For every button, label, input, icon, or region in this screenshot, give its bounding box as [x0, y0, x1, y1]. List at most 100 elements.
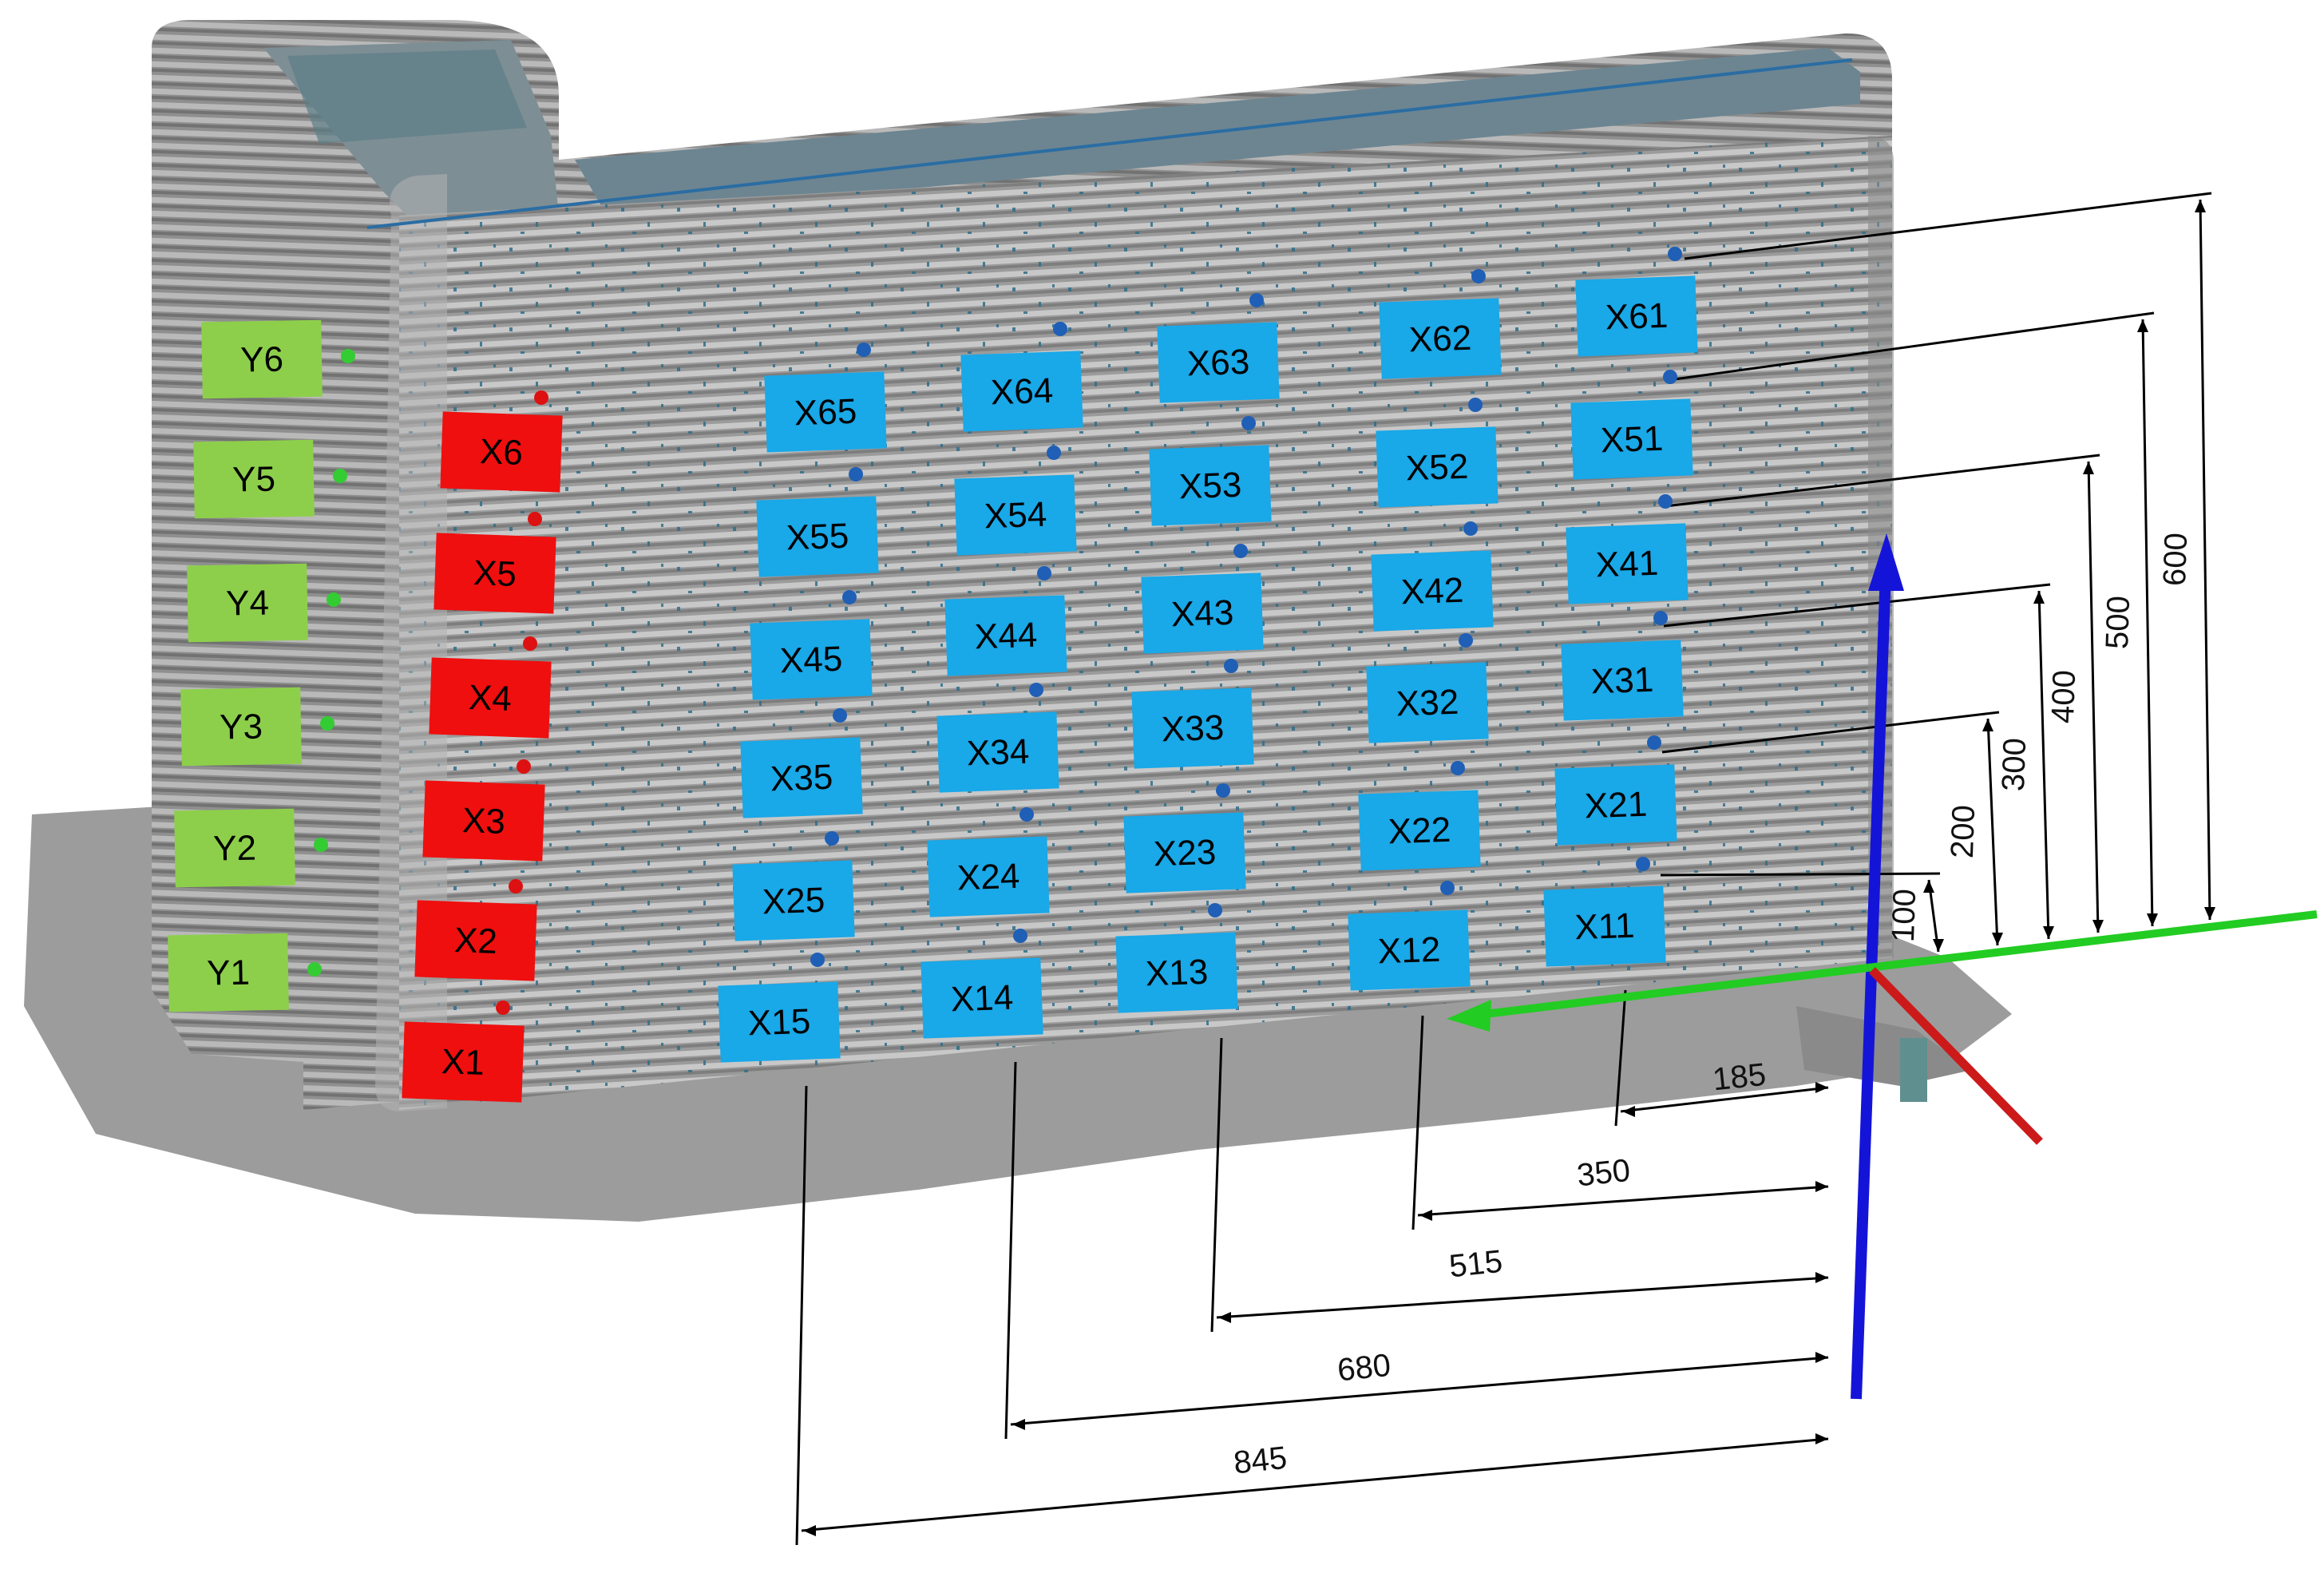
- vertical-dim-arrow-top-200: [1982, 719, 1993, 731]
- grid-point-x43: [1233, 544, 1248, 558]
- horizontal-dim-label-185: 185: [1711, 1057, 1768, 1098]
- leader-line-4: [1665, 454, 2100, 508]
- grid-label-x13-text: X13: [1145, 953, 1209, 994]
- z-axis-arrowhead: [1868, 533, 1904, 591]
- x-edge-point-4: [523, 636, 537, 651]
- grid-label-x23-text: X23: [1153, 833, 1217, 874]
- vertical-dim-arrow-top-500: [2137, 319, 2148, 332]
- y-axis: [1867, 910, 2318, 972]
- x-edge-label-2-box: [414, 900, 537, 981]
- leader-line-1: [1660, 872, 1941, 877]
- horizontal-dim-label-845: 845: [1232, 1440, 1289, 1481]
- x-edge-label-6-text: X6: [479, 432, 524, 473]
- grid-label-x61-text: X61: [1605, 296, 1669, 338]
- grid-label-x44: X44: [944, 595, 1067, 676]
- vertical-dim-arrow-top-600: [2195, 200, 2206, 212]
- horizontal-dim-line-350: [1417, 1185, 1829, 1217]
- horizontal-dim-arrow-left-845: [803, 1525, 816, 1536]
- grid-point-x51: [1663, 370, 1677, 384]
- grid-label-x12: X12: [1348, 909, 1471, 991]
- y-label-5-text: Y5: [232, 460, 276, 500]
- horizontal-dim-line-515: [1216, 1276, 1829, 1319]
- y-label-4-text: Y4: [226, 584, 270, 624]
- grid-label-x14-box: [920, 957, 1043, 1039]
- y-label-6: Y6: [201, 319, 323, 399]
- y-point-6: [341, 349, 355, 363]
- x-edge-label-3: X3: [422, 780, 545, 862]
- dim-extension-845: [795, 1085, 808, 1546]
- grid-point-x24: [1019, 807, 1034, 822]
- x-edge-label-5-box: [434, 533, 556, 614]
- grid-label-x42-box: [1371, 550, 1494, 632]
- y-point-4: [327, 592, 341, 607]
- grid-label-x51-text: X51: [1600, 419, 1664, 461]
- x-edge-point-2: [509, 879, 523, 893]
- x-edge-point-3: [517, 759, 531, 774]
- grid-label-x45-box: [750, 619, 873, 700]
- grid-label-x13: X13: [1115, 932, 1238, 1013]
- grid-label-x31-text: X31: [1590, 660, 1654, 702]
- y-point-3: [320, 716, 335, 731]
- horizontal-dim-arrow-right-515: [1815, 1272, 1828, 1283]
- grid-label-x41: X41: [1566, 523, 1689, 604]
- vertical-dim-line-200: [1986, 718, 1999, 946]
- vertical-dim-arrow-bottom-400: [2092, 920, 2104, 933]
- horizontal-dim-label-680: 680: [1336, 1348, 1392, 1389]
- grid-point-x63: [1249, 293, 1264, 307]
- x-edge-label-5-text: X5: [473, 553, 517, 594]
- grid-label-x11-box: [1543, 886, 1666, 967]
- grid-label-x33: X33: [1131, 687, 1254, 769]
- grid-label-x52: X52: [1376, 426, 1499, 508]
- x-axis: [1869, 967, 2043, 1145]
- y-label-1-text: Y1: [207, 953, 251, 993]
- dim-extension-185: [1614, 989, 1627, 1127]
- horizontal-dim-arrow-left-350: [1419, 1210, 1432, 1221]
- y-label-2: Y2: [174, 808, 295, 888]
- grid-label-x65-text: X65: [794, 392, 857, 434]
- x-edge-point-1: [496, 1000, 510, 1015]
- horizontal-dim-arrow-left-185: [1622, 1106, 1635, 1117]
- y-point-5: [333, 469, 347, 483]
- grid-label-x62-box: [1379, 298, 1502, 379]
- grid-label-x34-box: [936, 711, 1059, 793]
- vertical-dim-arrow-bottom-200: [1992, 933, 2003, 945]
- y-label-2-box: [174, 808, 295, 888]
- grid-point-x12: [1440, 881, 1455, 895]
- grid-point-x52: [1468, 398, 1483, 412]
- grid-point-x32: [1459, 633, 1473, 648]
- grid-label-x62-text: X62: [1408, 319, 1472, 360]
- coordinate-axes: [1447, 533, 2318, 1400]
- grid-label-x52-box: [1376, 426, 1499, 508]
- horizontal-dim-label-350: 350: [1575, 1153, 1632, 1194]
- y-label-3: Y3: [180, 687, 302, 767]
- x-edge-label-2: X2: [414, 900, 537, 981]
- x-edge-label-4-text: X4: [468, 678, 513, 719]
- grid-label-x23: X23: [1123, 812, 1246, 893]
- z-axis: [1851, 570, 1891, 1400]
- vertical-dim-label-300: 300: [1996, 737, 2033, 791]
- dim-extension-350: [1411, 1015, 1424, 1230]
- grid-point-x35: [833, 708, 847, 723]
- leader-line-5: [1668, 311, 2155, 382]
- grid-label-x22-box: [1358, 790, 1481, 871]
- grid-label-x55-box: [756, 496, 879, 577]
- grid-point-x25: [825, 831, 839, 846]
- grid-point-x64: [1053, 322, 1067, 336]
- vertical-dim-arrow-bottom-600: [2204, 907, 2215, 920]
- grid-label-x24-text: X24: [956, 857, 1020, 898]
- grid-label-x51-box: [1570, 398, 1693, 480]
- grid-label-x53-box: [1149, 445, 1272, 526]
- x-edge-point-5: [528, 512, 542, 526]
- horizontal-dim-arrow-right-350: [1815, 1181, 1828, 1192]
- grid-label-x62: X62: [1379, 298, 1502, 379]
- grid-label-x23-box: [1123, 812, 1246, 893]
- x-edge-label-3-box: [422, 780, 545, 862]
- grid-label-x63-box: [1157, 322, 1280, 403]
- horizontal-dim-line-185: [1620, 1086, 1829, 1113]
- grid-label-x33-box: [1131, 687, 1254, 769]
- grid-label-x31: X31: [1561, 640, 1684, 721]
- horizontal-dim-arrow-left-680: [1012, 1419, 1025, 1430]
